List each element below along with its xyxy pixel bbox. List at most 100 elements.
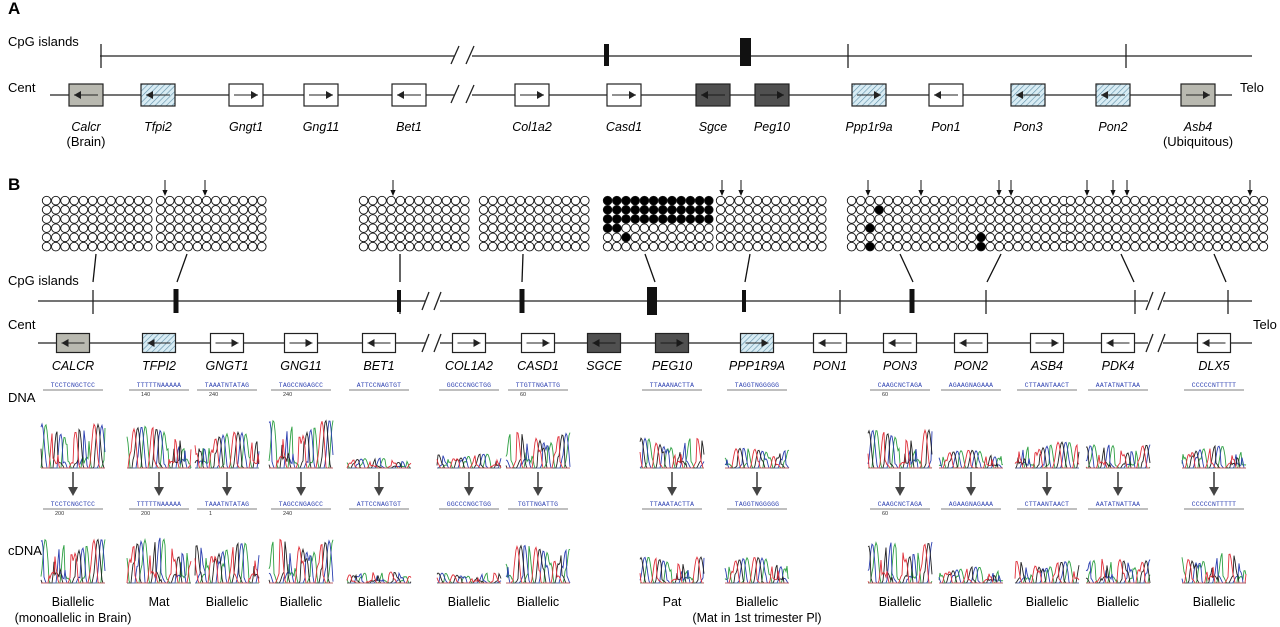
cpg-site <box>902 214 912 224</box>
cpg-site <box>1240 223 1250 233</box>
cpg-site <box>902 205 912 215</box>
panel-a-cpg-label: CpG islands <box>8 34 79 49</box>
cpg-site <box>761 195 772 206</box>
cpg-site <box>865 205 875 215</box>
cpg-site <box>257 195 267 206</box>
cpg-site <box>807 195 818 206</box>
gene-box-tfpi2 <box>140 83 176 107</box>
cpg-site <box>133 214 144 224</box>
allelic-status-calcr: Biallelic <box>52 595 94 609</box>
cpg-site <box>948 214 958 224</box>
cpg-site <box>938 205 949 215</box>
cpg-site <box>639 195 650 206</box>
cpg-site <box>976 195 986 206</box>
cpg-site <box>1240 241 1250 252</box>
cpg-site <box>807 232 818 243</box>
cpg-site <box>630 195 640 206</box>
cpg-site <box>1130 214 1140 224</box>
direction-arrow-icon <box>326 91 333 99</box>
gene-label-a-calcr: Calcr <box>71 120 101 134</box>
cpg-site <box>570 223 581 233</box>
cpg-site <box>1013 232 1023 243</box>
cpg-site <box>238 214 249 224</box>
allelic-status-ppp1r9a: Biallelic <box>736 595 778 609</box>
direction-arrow-icon <box>231 339 239 347</box>
cpg-site <box>183 205 193 215</box>
cpg-site <box>69 214 79 224</box>
cpg-site <box>441 232 452 243</box>
cpg-site <box>165 241 175 252</box>
cpg-site <box>257 241 267 252</box>
sequence-position: 60 <box>882 392 888 398</box>
cpg-site <box>534 232 544 243</box>
cpg-site <box>846 232 857 243</box>
gene-label-a-gng11: Gng11 <box>303 120 340 134</box>
gene-box-bet1 <box>361 332 397 354</box>
allelic-status-dlx5: Biallelic <box>1193 595 1235 609</box>
cpg-site <box>639 205 650 215</box>
cpg-site <box>1203 214 1213 224</box>
cpg-site <box>133 241 144 252</box>
cpg-site <box>704 241 714 252</box>
cpg-site <box>780 214 790 224</box>
cpg-site <box>543 223 553 233</box>
cpg-site <box>676 214 686 224</box>
panel-a-letter: A <box>8 0 20 18</box>
cpg-site <box>938 214 949 224</box>
cpg-site <box>621 214 631 224</box>
cpg-site <box>386 214 396 224</box>
cpg-island-bar <box>519 289 525 313</box>
cpg-site <box>817 223 827 233</box>
cpg-site <box>920 232 930 243</box>
cpg-site <box>630 223 640 233</box>
cpg-site <box>238 241 249 252</box>
grid-connector-line <box>986 253 1002 283</box>
cpg-site <box>1111 205 1122 215</box>
cpg-site <box>460 223 470 233</box>
cpg-site <box>1139 223 1149 233</box>
gene-box-pon3 <box>1010 83 1046 107</box>
cpg-site <box>761 205 772 215</box>
cpg-site <box>1221 223 1232 233</box>
cpg-site <box>752 195 763 206</box>
sequence-readout: GGCCCNGCTGG <box>447 501 491 508</box>
cpg-site <box>552 232 562 243</box>
gene-box-casd1 <box>606 83 642 107</box>
sequence-readout: CAAGCNCTAGA <box>878 382 922 389</box>
cpg-site <box>211 195 221 206</box>
chromatogram-trace <box>436 572 502 584</box>
cpg-site <box>734 205 744 215</box>
cpg-site <box>515 195 526 206</box>
cpg-site <box>1194 205 1204 215</box>
cpg-site <box>1221 214 1232 224</box>
allelic-note-ppp1r9a: (Mat in 1st trimester Pl) <box>692 611 821 625</box>
cpg-site <box>115 232 125 243</box>
direction-arrow-icon <box>874 91 881 99</box>
cpg-site <box>257 214 267 224</box>
cpg-site <box>761 241 772 252</box>
cpg-site <box>938 232 949 243</box>
cpg-site <box>704 232 714 243</box>
cpg-site <box>552 214 562 224</box>
cpg-site <box>752 241 763 252</box>
cpg-site <box>432 195 442 206</box>
gene-box-gngt1 <box>228 83 264 107</box>
cpg-site <box>1102 223 1113 233</box>
cpg-site <box>124 241 135 252</box>
cpg-site <box>1040 205 1051 215</box>
cpg-site <box>676 232 686 243</box>
cpg-site <box>667 195 677 206</box>
gene-label-a-pon1: Pon1 <box>931 120 960 134</box>
chromatogram-trace <box>126 537 192 584</box>
gene-label-b-pon2: PON2 <box>954 359 988 373</box>
cpg-site <box>497 241 507 252</box>
cpg-site <box>1185 232 1195 243</box>
cpg-site <box>524 195 535 206</box>
cpg-site <box>883 223 894 233</box>
cpg-site <box>395 214 406 224</box>
cpg-site <box>1203 195 1213 206</box>
gene-label-a-asb4: Asb4 <box>1183 120 1213 134</box>
direction-arrow-icon <box>1016 91 1023 99</box>
cpg-site <box>694 205 705 215</box>
